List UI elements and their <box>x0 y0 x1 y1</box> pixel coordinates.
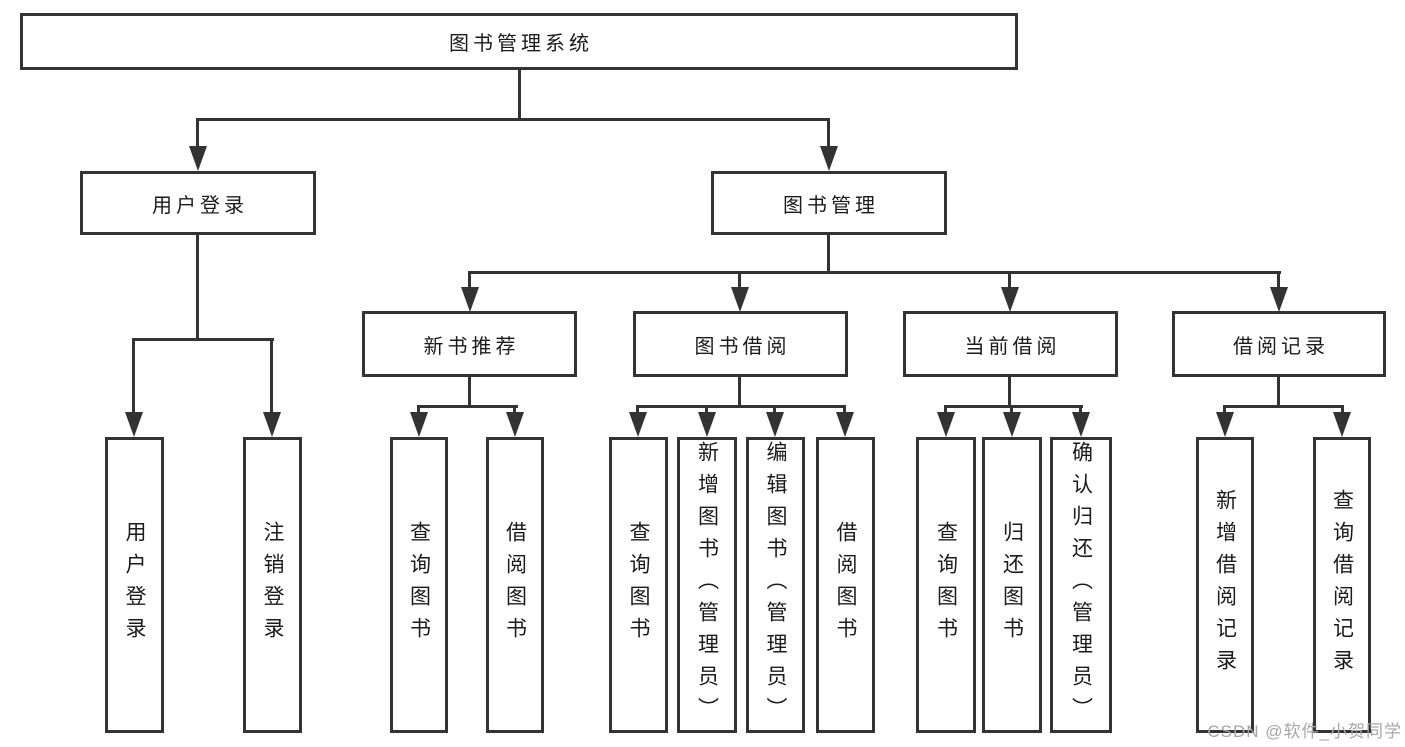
node-user-login-action: 用户登录 <box>105 437 164 733</box>
connector-line <box>270 338 273 416</box>
node-label: 新增借阅记录 <box>1213 489 1237 681</box>
node-label: 查询图书 <box>627 521 650 649</box>
node-borrow-books-recommend: 借阅图书 <box>486 437 544 733</box>
node-label: 用户登录 <box>152 194 248 217</box>
connector-line <box>1223 405 1344 408</box>
connector-arrowhead <box>1333 412 1351 437</box>
connector-line <box>738 271 741 291</box>
connector-arrowhead <box>698 412 716 437</box>
node-label: 借阅图书 <box>503 521 527 649</box>
connector-arrowhead <box>263 412 281 437</box>
connector-arrowhead <box>820 146 838 171</box>
connector-line <box>827 118 830 151</box>
connector-line <box>468 271 1281 274</box>
node-current-borrowing: 当前借阅 <box>903 311 1118 377</box>
connector-arrowhead <box>836 412 854 437</box>
node-label: 注销登录 <box>261 521 284 649</box>
connector-arrowhead <box>1072 412 1090 437</box>
connector-line <box>827 233 830 273</box>
node-label: 借阅记录 <box>1233 335 1329 358</box>
node-label: 查询借阅记录 <box>1330 489 1354 681</box>
connector-arrowhead <box>461 287 479 312</box>
node-label: 借阅图书 <box>834 521 857 649</box>
node-add-books-admin: 新增图书（管理员） <box>677 437 737 733</box>
connector-line <box>513 405 516 417</box>
connector-line <box>1223 405 1226 417</box>
node-label: 归还图书 <box>1000 521 1024 649</box>
node-label: 图书管理 <box>783 194 879 217</box>
connector-arrowhead <box>189 146 207 171</box>
connector-line <box>196 118 830 121</box>
connector-line <box>1008 271 1011 291</box>
connector-line <box>636 405 639 417</box>
connector-arrowhead <box>731 287 749 312</box>
connector-line <box>196 233 199 341</box>
connector-arrowhead <box>1216 412 1234 437</box>
node-add-borrow-record: 新增借阅记录 <box>1196 437 1254 733</box>
node-label: 当前借阅 <box>964 335 1061 358</box>
connector-line <box>417 405 420 417</box>
node-query-books-recommend: 查询图书 <box>390 437 448 733</box>
connector-line <box>468 271 471 291</box>
connector-line <box>944 405 1083 408</box>
connector-arrowhead <box>766 412 784 437</box>
node-new-book-recommendation: 新书推荐 <box>362 311 577 377</box>
connector-line <box>468 375 471 407</box>
csdn-watermark: CSDN @软件_小贺同学 <box>1207 722 1402 741</box>
connector-line <box>773 405 776 417</box>
node-label: 查询图书 <box>934 521 958 649</box>
node-user-login: 用户登录 <box>80 171 316 235</box>
connector-line <box>1079 405 1082 417</box>
node-borrowing-records: 借阅记录 <box>1172 311 1386 377</box>
connector-arrowhead <box>629 412 647 437</box>
node-library-management-system: 图书管理系统 <box>20 13 1018 70</box>
connector-line <box>843 405 846 417</box>
connector-line <box>132 338 135 416</box>
connector-line <box>1277 271 1280 291</box>
node-label: 查询图书 <box>407 521 431 649</box>
node-book-borrowing: 图书借阅 <box>633 311 848 377</box>
node-label: 新增图书（管理员） <box>695 441 719 729</box>
connector-line <box>636 405 846 408</box>
connector-line <box>518 68 521 121</box>
connector-line <box>1008 375 1011 407</box>
connector-line <box>1010 405 1013 417</box>
node-query-books-borrowing: 查询图书 <box>609 437 668 733</box>
connector-line <box>1277 375 1280 407</box>
node-edit-books-admin: 编辑图书（管理员） <box>746 437 805 733</box>
node-logout-action: 注销登录 <box>243 437 302 733</box>
connector-arrowhead <box>937 412 955 437</box>
connector-line <box>705 405 708 417</box>
connector-line <box>196 118 199 151</box>
node-book-management: 图书管理 <box>711 171 947 235</box>
node-borrow-books: 借阅图书 <box>816 437 875 733</box>
connector-line <box>417 405 518 408</box>
connector-arrowhead <box>1270 287 1288 312</box>
node-label: 图书管理系统 <box>449 33 593 55</box>
node-label: 新书推荐 <box>423 335 520 358</box>
node-return-books: 归还图书 <box>982 437 1042 733</box>
connector-arrowhead <box>125 412 143 437</box>
connector-line <box>944 405 947 417</box>
node-label: 用户登录 <box>123 521 146 649</box>
connector-line <box>1341 405 1344 417</box>
connector-arrowhead <box>410 412 428 437</box>
connector-arrowhead <box>1003 412 1021 437</box>
node-query-books-current: 查询图书 <box>916 437 976 733</box>
connector-arrowhead <box>506 412 524 437</box>
connector-line <box>738 375 741 407</box>
node-label: 确认归还（管理员） <box>1069 441 1093 729</box>
node-query-borrow-record: 查询借阅记录 <box>1313 437 1371 733</box>
connector-arrowhead <box>1001 287 1019 312</box>
node-confirm-return-admin: 确认归还（管理员） <box>1050 437 1112 733</box>
connector-line <box>132 338 274 341</box>
node-label: 图书借阅 <box>694 335 791 358</box>
node-label: 编辑图书（管理员） <box>764 441 787 729</box>
